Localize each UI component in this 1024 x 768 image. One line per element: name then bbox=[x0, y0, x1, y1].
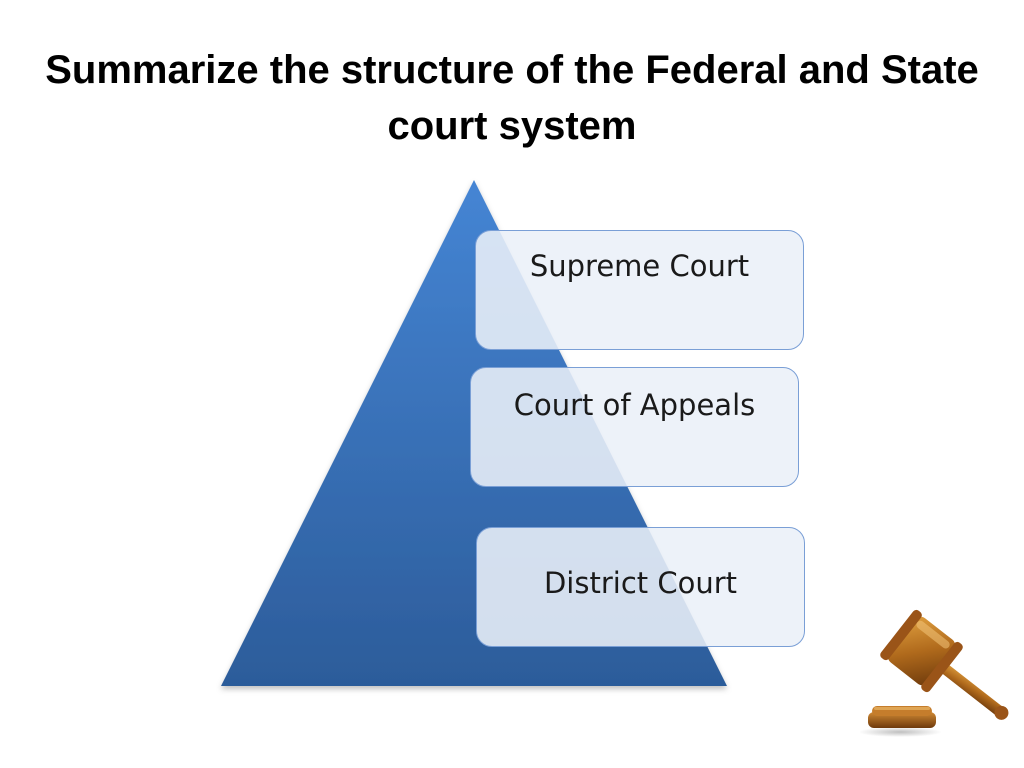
tier-box-supreme-court: Supreme Court bbox=[475, 230, 804, 350]
slide-title: Summarize the structure of the Federal a… bbox=[45, 48, 979, 148]
tier-box-court-of-appeals: Court of Appeals bbox=[470, 367, 799, 487]
gavel-icon bbox=[860, 609, 1009, 737]
tier-label: Supreme Court bbox=[529, 249, 750, 283]
tier-box-district-court: District Court bbox=[476, 527, 805, 647]
tier-label: Court of Appeals bbox=[513, 388, 756, 422]
tier-label: District Court bbox=[543, 566, 738, 600]
